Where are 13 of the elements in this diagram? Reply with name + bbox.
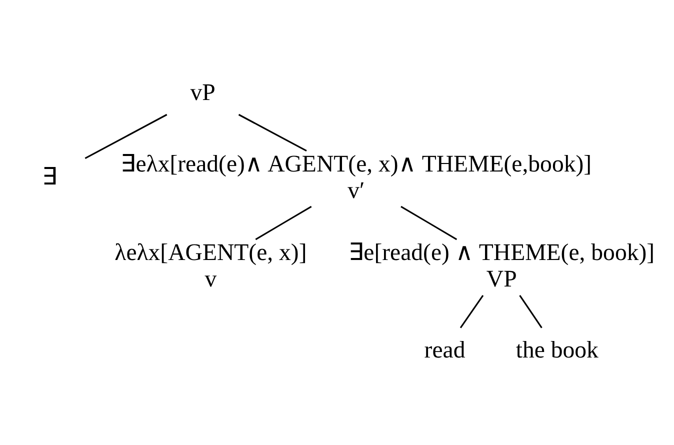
node-text: ∃ — [42, 164, 57, 190]
connector — [519, 294, 542, 328]
node-text: ∃e[read(e) ∧ THEME(e, book)] VP — [348, 239, 655, 292]
connector — [238, 113, 307, 152]
connector — [255, 205, 312, 240]
node-text: the book — [516, 337, 598, 364]
node-text: read — [424, 337, 466, 364]
node-text: vP — [190, 79, 216, 106]
node-text: ∃eλx[read(e)∧ AGENT(e, x)∧ THEME(e,book)] v′ — [120, 150, 592, 204]
connector — [460, 294, 484, 328]
connector — [400, 205, 458, 240]
node-text: λeλx[AGENT(e, x)] v — [114, 239, 307, 292]
connector — [84, 113, 168, 158]
